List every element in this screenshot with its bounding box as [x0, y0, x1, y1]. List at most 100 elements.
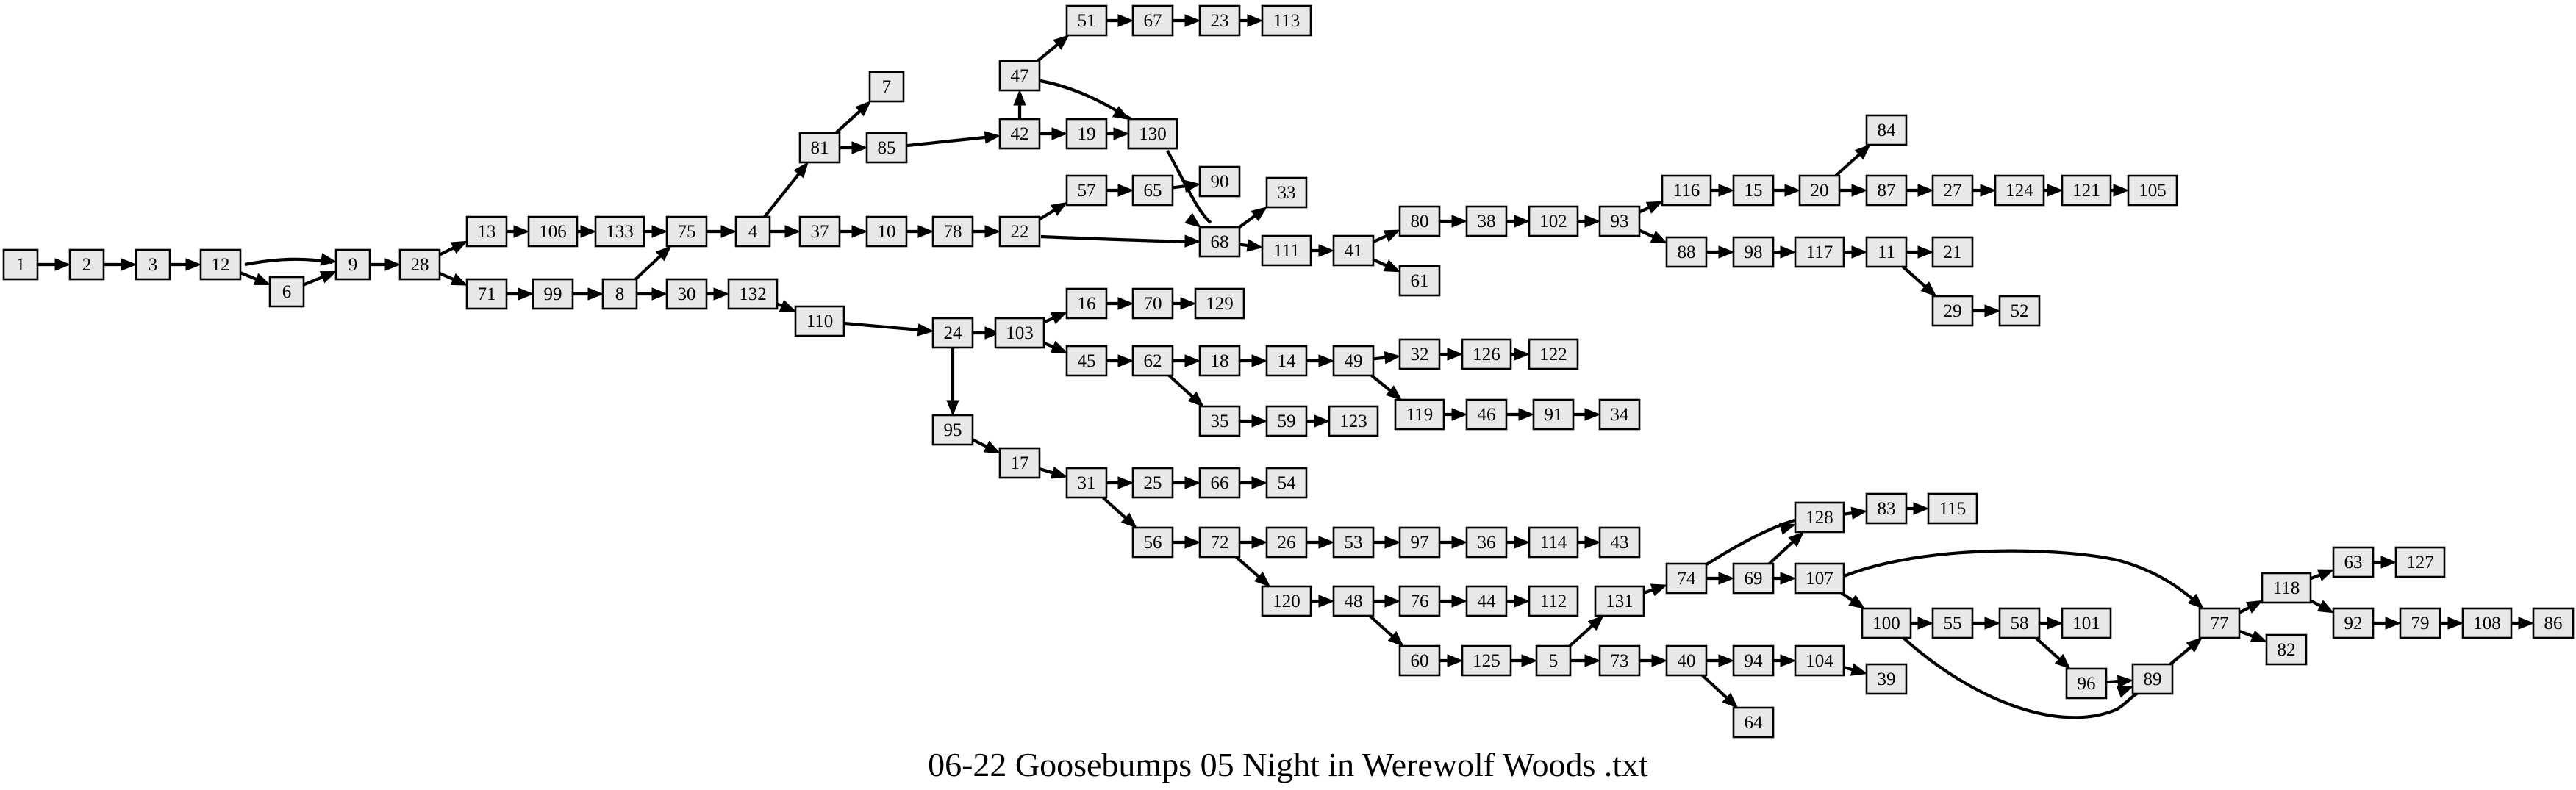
edge-88-98-arrowhead: [1718, 245, 1735, 259]
node-77: 77: [2198, 607, 2241, 639]
node-box-93: [1598, 205, 1641, 237]
node-132: 132: [727, 278, 779, 310]
node-box-83: [1865, 492, 1908, 525]
edge-41-80: [1373, 229, 1401, 243]
edge-81-85-arrowhead: [851, 141, 868, 154]
node-35: 35: [1198, 405, 1241, 437]
node-box-104: [1794, 644, 1845, 677]
node-110: 110: [794, 305, 845, 337]
node-label-48: 48: [1345, 592, 1363, 611]
node-box-68: [1198, 226, 1241, 258]
node-box-21: [1931, 236, 1974, 268]
node-66: 66: [1198, 467, 1241, 499]
node-label-65: 65: [1144, 181, 1162, 201]
edge-8-30: [637, 287, 668, 301]
node-box-45: [1065, 345, 1108, 377]
node-label-51: 51: [1078, 11, 1096, 31]
edge-117-11-arrowhead: [1851, 245, 1868, 259]
node-box-121: [2061, 174, 2112, 207]
node-6: 6: [268, 276, 305, 308]
node-60: 60: [1398, 644, 1441, 677]
node-label-80: 80: [1411, 212, 1429, 231]
node-box-80: [1398, 205, 1441, 237]
node-box-98: [1732, 236, 1775, 268]
node-box-123: [1328, 405, 1379, 437]
node-69: 69: [1732, 562, 1775, 595]
node-box-99: [532, 278, 574, 310]
node-73: 73: [1598, 644, 1641, 677]
edge-108-86: [2511, 617, 2535, 630]
edge-47-51: [1036, 35, 1070, 62]
edge-31-56: [1101, 496, 1137, 528]
edge-87-27: [1906, 184, 1934, 197]
node-19: 19: [1065, 118, 1108, 150]
node-52: 52: [1998, 295, 2041, 327]
edge-100-55: [1911, 617, 1934, 630]
edge-line-11-29: [1902, 265, 1928, 290]
node-box-102: [1528, 205, 1579, 237]
edge-27-124: [1972, 184, 1997, 197]
node-label-97: 97: [1411, 533, 1429, 553]
node-label-3: 3: [149, 255, 158, 275]
node-box-52: [1998, 295, 2041, 327]
node-label-33: 33: [1278, 183, 1296, 203]
edge-line-22-57: [1038, 207, 1058, 221]
edge-97-36: [1439, 536, 1468, 549]
edge-30-132: [706, 287, 730, 301]
node-label-38: 38: [1478, 212, 1496, 231]
edge-28-71: [439, 271, 468, 286]
node-119: 119: [1394, 398, 1445, 431]
edge-29-52-arrowhead: [1984, 304, 2001, 317]
node-label-101: 101: [2072, 614, 2100, 633]
edge-107-100-arrowhead: [1848, 595, 1866, 609]
node-72: 72: [1198, 526, 1241, 559]
edge-44-112: [1506, 595, 1531, 608]
node-label-58: 58: [2011, 614, 2029, 633]
edge-68-33: [1238, 207, 1268, 229]
node-box-75: [665, 215, 708, 248]
edge-line-72-120: [1235, 556, 1262, 581]
node-22: 22: [998, 215, 1041, 248]
node-box-43: [1598, 526, 1641, 559]
edge-67-23-arrowhead: [1184, 14, 1201, 27]
node-label-131: 131: [1606, 592, 1634, 611]
edge-121-105: [2111, 184, 2130, 197]
edge-58-101-arrowhead: [2047, 617, 2064, 630]
node-box-64: [1732, 706, 1775, 739]
node-box-49: [1332, 345, 1375, 377]
node-54: 54: [1265, 467, 1308, 499]
node-box-70: [1131, 287, 1174, 320]
node-box-56: [1131, 526, 1174, 559]
node-label-107: 107: [1806, 569, 1833, 589]
edge-106-133-arrowhead: [580, 225, 597, 238]
edge-76-44: [1439, 595, 1468, 608]
node-label-46: 46: [1478, 405, 1496, 425]
edge-12-9: [244, 253, 337, 267]
edge-line-12-6: [240, 271, 260, 282]
edge-74-128-arrowhead: [1778, 523, 1797, 535]
edge-28-13: [439, 240, 468, 256]
edge-93-88-arrowhead: [1650, 231, 1668, 244]
edge-4-81: [763, 161, 809, 218]
edge-94-104-arrowhead: [1780, 654, 1797, 667]
edge-18-14: [1239, 354, 1268, 367]
edge-121-105-arrowhead: [2113, 184, 2130, 197]
node-box-41: [1332, 234, 1375, 267]
node-label-87: 87: [1878, 181, 1896, 201]
node-label-123: 123: [1339, 412, 1367, 431]
node-label-115: 115: [1939, 499, 1967, 519]
edge-22-68: [1040, 234, 1201, 248]
node-12: 12: [199, 248, 242, 281]
edge-47-130: [1040, 79, 1137, 123]
node-label-23: 23: [1211, 11, 1229, 31]
node-98: 98: [1732, 236, 1775, 268]
node-126: 126: [1461, 338, 1512, 370]
edge-83-115: [1906, 502, 1930, 515]
edge-28-13-arrowhead: [450, 240, 468, 254]
edge-55-58: [1972, 617, 2001, 630]
node-label-31: 31: [1078, 473, 1096, 493]
edge-3-12-arrowhead: [185, 258, 202, 271]
node-box-124: [1994, 174, 2045, 207]
edge-70-129-arrowhead: [1180, 297, 1197, 310]
